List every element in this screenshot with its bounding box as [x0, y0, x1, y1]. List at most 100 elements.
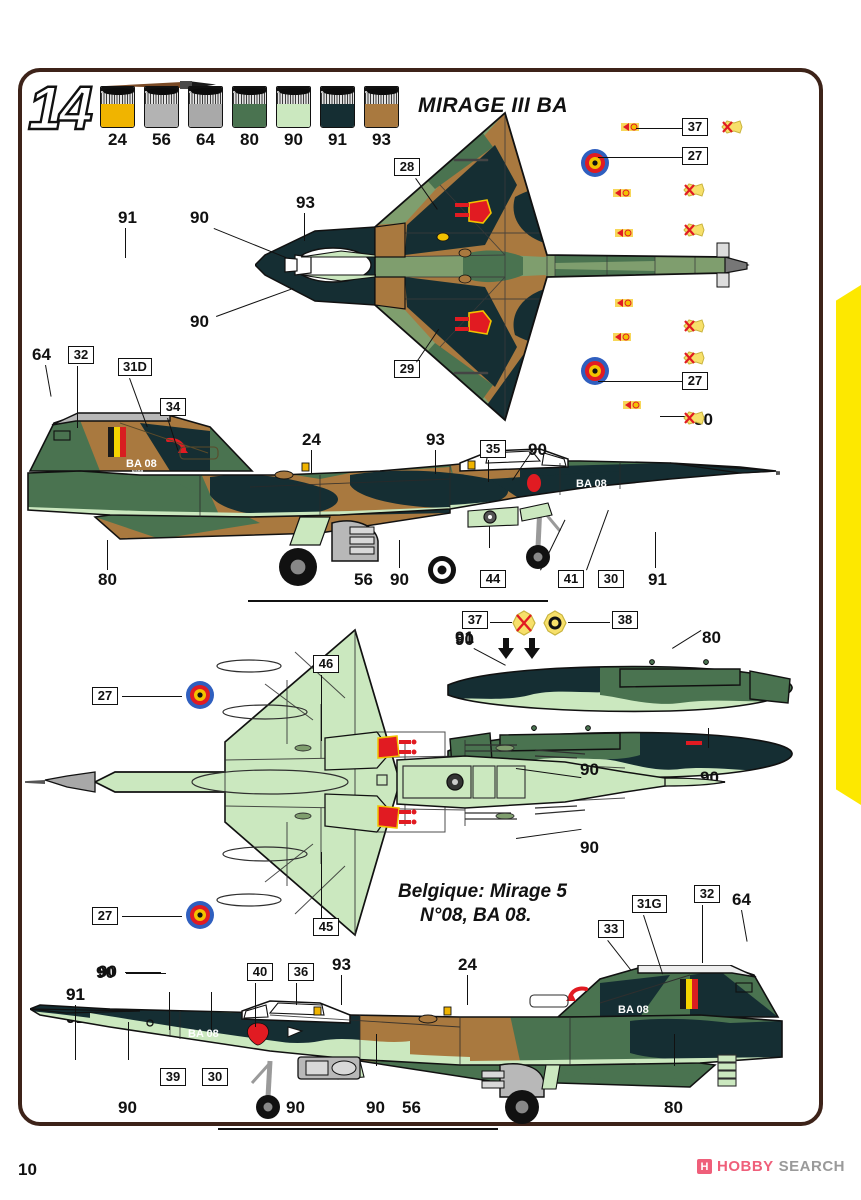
paint-pot-56: 56 [144, 86, 179, 150]
red-marker-29 [455, 310, 492, 335]
paint-label-90-sideupper: 90 [528, 440, 547, 459]
paint-label-91-bottomview-b: 90 [455, 630, 474, 649]
paint-label-90-bottomview-c: 90 [580, 838, 599, 857]
paint-label-56-sideupper: 56 [354, 570, 373, 589]
nose-landing-gear-lower [250, 1060, 280, 1119]
lower-side-profile-drawing: BA 08 N°08 [30, 965, 783, 1124]
callout-38[interactable]: 38 [612, 611, 638, 630]
no-decal-marker-icon [683, 411, 705, 425]
stencil-marks [436, 123, 641, 409]
paint-label-91-tank: 91 [455, 628, 474, 647]
roundel-27-bottom [581, 357, 609, 385]
roundel-27-top [581, 149, 609, 177]
roundel-sample [428, 556, 456, 584]
callout-35[interactable]: 35 [480, 440, 506, 459]
callout-27-topview-b[interactable]: 27 [682, 372, 708, 391]
paint-label-24-sideupper: 24 [302, 430, 321, 449]
paint-label-90-sidelower-b: 90 [286, 1098, 305, 1117]
marker-35 [467, 460, 476, 470]
hobby-search-watermark: H HOBBY SEARCH [696, 1158, 845, 1175]
paint-pot-label: 64 [196, 130, 215, 149]
callout-45[interactable]: 45 [313, 918, 339, 937]
assembly-arrows [498, 638, 540, 659]
paint-pot-label: 90 [284, 130, 303, 149]
paint-label-56-sidelower: 56 [402, 1098, 421, 1117]
callout-33[interactable]: 33 [598, 920, 624, 939]
nose-landing-gear [519, 502, 562, 569]
no-decal-marker-icon [683, 351, 705, 365]
yellow-marker-24-lower [443, 1006, 452, 1016]
subject-caption: Belgique: Mirage 5 N°08, BA 08. [398, 880, 567, 928]
paint-label-90-bottomview-b: 90 [580, 760, 599, 779]
paint-label-80-tank: 80 [702, 628, 721, 647]
page-edge-tab [836, 285, 861, 805]
callout-46[interactable]: 46 [313, 655, 339, 674]
caption-line-1: Belgique: Mirage 5 [398, 881, 567, 902]
watermark-badge-icon: H [696, 1159, 712, 1174]
paint-pot-label: 91 [328, 130, 347, 149]
callout-37-topview[interactable]: 37 [682, 118, 708, 137]
yellow-marker-24 [301, 462, 310, 472]
callout-28[interactable]: 28 [394, 158, 420, 177]
main-landing-gear-lower [297, 1056, 365, 1080]
paint-label-90-sidelower-a: 90 [118, 1098, 137, 1117]
no-decal-marker-icon [721, 120, 743, 134]
callout-36[interactable]: 36 [288, 963, 314, 982]
paint-label-90-sidelower-d: 90 [96, 963, 115, 982]
callout-44[interactable]: 44 [480, 570, 506, 589]
callout-41[interactable]: 41 [558, 570, 584, 589]
paint-label-64-sideupper: 64 [32, 345, 51, 364]
paint-pot-label: 93 [372, 130, 391, 149]
marker-39 [146, 1019, 154, 1027]
callout-30-sideupper[interactable]: 30 [598, 570, 624, 589]
paint-label-93-sidelower: 93 [332, 955, 351, 974]
callout-27-bottomview-b[interactable]: 27 [92, 907, 118, 926]
roundel-27-bottomview-a [186, 681, 214, 709]
paint-pot-label: 56 [152, 130, 171, 149]
belgian-flag-marking [108, 427, 126, 457]
paint-label-90-topview-b: 90 [190, 312, 209, 331]
callout-29[interactable]: 29 [394, 360, 420, 379]
callout-32-sideupper[interactable]: 32 [68, 346, 94, 365]
callout-30-sidelower[interactable]: 30 [202, 1068, 228, 1087]
tail-code-sub: N°08 [132, 470, 143, 476]
paint-label-91-topview: 91 [118, 208, 137, 227]
watermark-text-search: SEARCH [778, 1158, 845, 1175]
roundel-27-bottomview-b [186, 901, 214, 929]
decal-marker-icon [543, 610, 567, 636]
callout-40[interactable]: 40 [247, 963, 273, 982]
fuselage-code-text-lower: BA 08 [188, 1028, 219, 1040]
red-marker-45 [377, 805, 417, 829]
marker-36 [313, 1006, 322, 1016]
callout-31G[interactable]: 31G [632, 895, 667, 914]
bottom-plan-view-drawing [25, 628, 726, 937]
no-decal-marker-icon [512, 610, 536, 636]
callout-32-sidelower[interactable]: 32 [694, 885, 720, 904]
red-marker-46 [377, 735, 417, 759]
callout-27-bottomview-a[interactable]: 27 [92, 687, 118, 706]
paint-pot-row: 24 56 64 80 90 91 93 [100, 86, 399, 150]
red-marker-41 [527, 474, 541, 492]
callout-34[interactable]: 34 [160, 398, 186, 417]
callout-37-tank[interactable]: 37 [462, 611, 488, 630]
paint-label-80-sidelower: 80 [664, 1098, 683, 1117]
callout-27-topview-a[interactable]: 27 [682, 147, 708, 166]
tail-code-text-lower: BA 08 [618, 1004, 649, 1016]
paint-label-90-topview-a: 90 [190, 208, 209, 227]
fuselage-code-text: BA 08 [576, 478, 607, 490]
paint-label-93-sideupper: 93 [426, 430, 445, 449]
top-plan-view-drawing [255, 111, 750, 422]
paint-label-91-sideupper: 91 [648, 570, 667, 589]
paint-pot-label: 80 [240, 130, 259, 149]
callout-31D[interactable]: 31D [118, 358, 152, 377]
callout-39[interactable]: 39 [160, 1068, 186, 1087]
page-number: 10 [18, 1160, 37, 1179]
paint-pot-24: 24 [100, 86, 135, 150]
paint-label-80-sideupper: 80 [98, 570, 117, 589]
paint-label-91-sidelower-v: 91 [66, 985, 85, 1004]
paint-pot-label: 24 [108, 130, 127, 149]
paint-pot-90: 90 [276, 86, 311, 150]
upper-side-profile-drawing: BA 08 N°08 [27, 412, 780, 586]
paint-pot-64: 64 [188, 86, 223, 150]
